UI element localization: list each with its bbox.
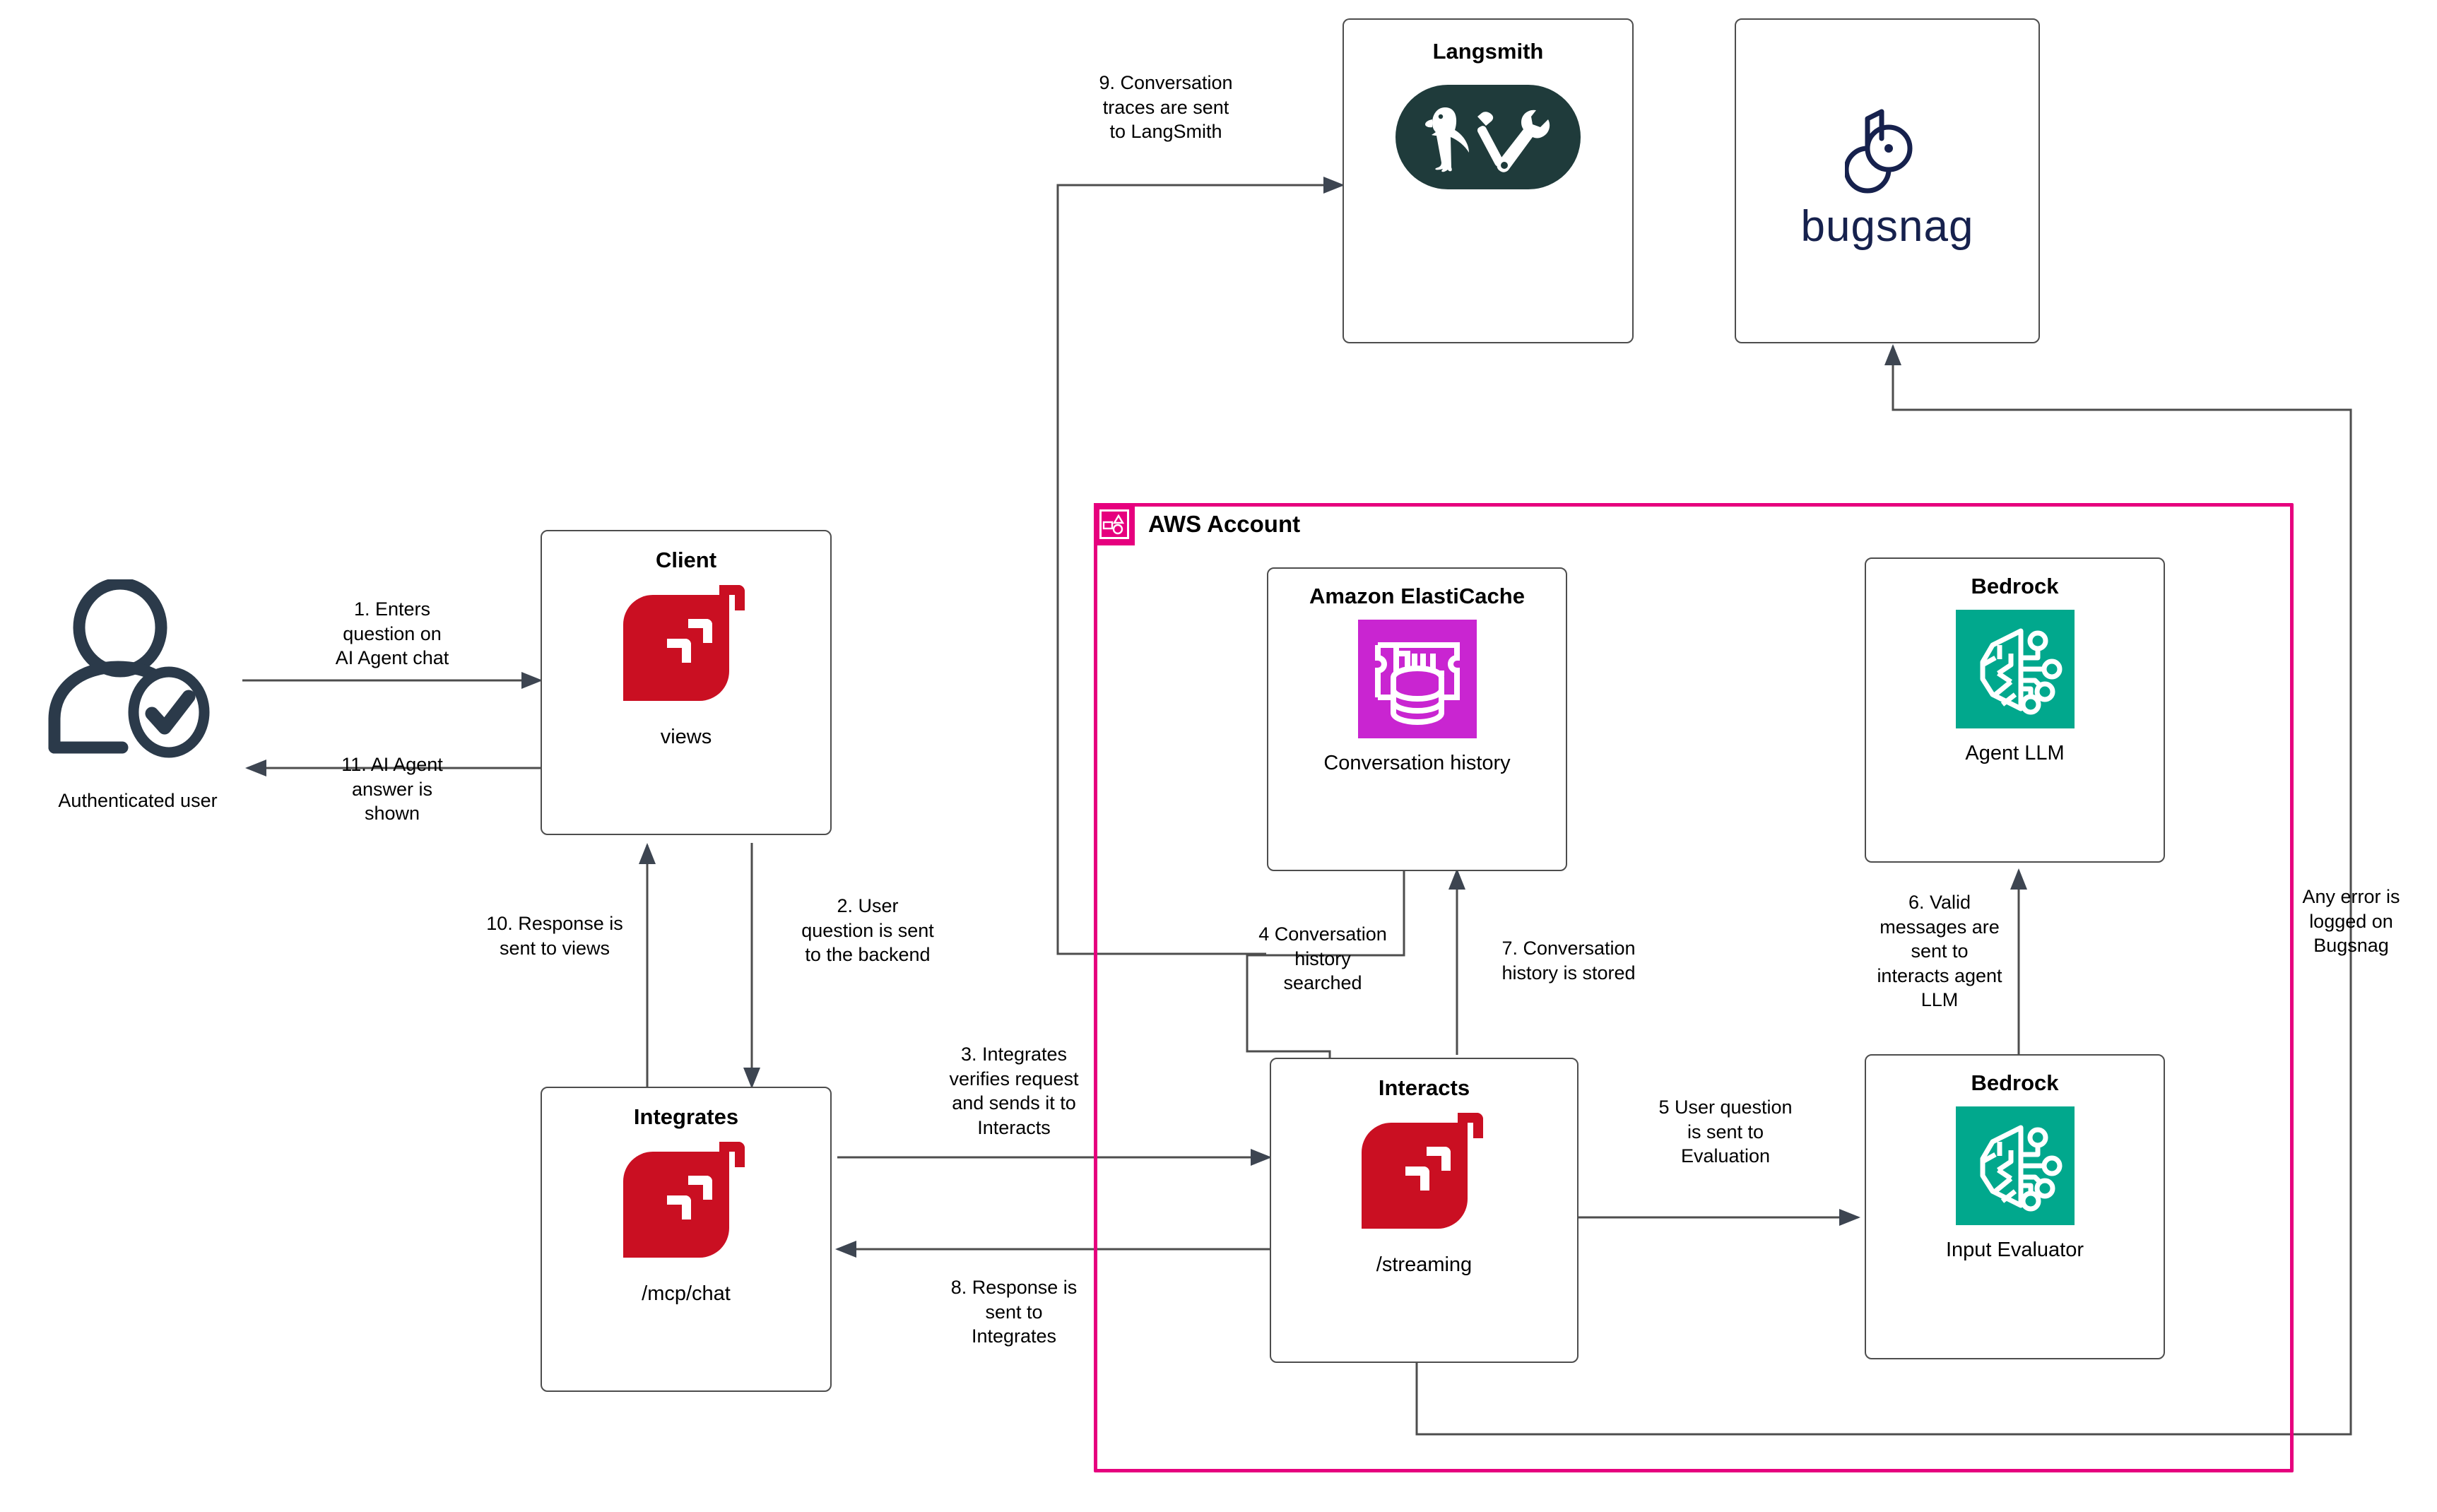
bedrock-agent-title: Bedrock — [1971, 574, 2059, 598]
app-logo-icon — [623, 1142, 749, 1268]
edge-label-9: 9. Conversation traces are sent to LangS… — [1099, 72, 1233, 143]
svg-text:bugsnag: bugsnag — [1801, 203, 1974, 251]
elasticache-caption: Conversation history — [1323, 752, 1511, 775]
elasticache-icon — [1357, 620, 1477, 739]
node-integrates[interactable]: Integrates /mcp/chat — [541, 1087, 832, 1392]
node-client[interactable]: Client views — [541, 530, 832, 835]
langsmith-parrot-tools-icon — [1395, 85, 1581, 190]
edge-label-5: 5 User question is sent to Evaluation — [1658, 1097, 1793, 1167]
client-caption: views — [660, 726, 712, 749]
langsmith-title: Langsmith — [1432, 39, 1544, 64]
app-logo-icon — [623, 585, 749, 711]
authenticated-user-label: Authenticated user — [58, 790, 218, 811]
edge-label-11: 11. AI Agent answer is shown — [341, 754, 443, 825]
edge-label-10: 10. Response is sent to views — [486, 913, 623, 959]
edge-label-error: Any error is logged on Bugsnag — [2302, 886, 2400, 957]
authenticated-user — [39, 577, 244, 784]
elasticache-title: Amazon ElastiCache — [1309, 584, 1525, 608]
interacts-caption: /streaming — [1376, 1253, 1473, 1277]
bedrock-brain-icon — [1955, 610, 2075, 729]
node-interacts[interactable]: Interacts /streaming — [1270, 1058, 1579, 1363]
bedrock-evaluator-title: Bedrock — [1971, 1070, 2059, 1095]
aws-account-label: AWS Account — [1148, 511, 1301, 537]
edge-label-4: 4 Conversation history searched — [1258, 923, 1387, 994]
node-elasticache[interactable]: Amazon ElastiCache Conversation history — [1267, 567, 1567, 871]
app-logo-icon — [1361, 1113, 1487, 1239]
interacts-title: Interacts — [1378, 1075, 1470, 1100]
node-langsmith[interactable]: Langsmith — [1343, 18, 1634, 343]
bugsnag-wordmark: bugsnag — [1774, 202, 2000, 257]
edge-label-2: 2. User question is sent to the backend — [801, 895, 934, 966]
bugsnag-b-icon — [1843, 105, 1930, 199]
edge-label-6: 6. Valid messages are sent to interacts … — [1877, 892, 2002, 1011]
edge-label-7: 7. Conversation history is stored — [1501, 938, 1636, 984]
aws-account-boundary: AWS Account — [1094, 503, 2294, 1472]
edge-label-8: 8. Response is sent to Integrates — [950, 1277, 1078, 1347]
node-bedrock-input-evaluator[interactable]: Bedrock Input Evaluator — [1865, 1054, 2165, 1359]
client-title: Client — [655, 548, 717, 572]
bedrock-agent-caption: Agent LLM — [1965, 742, 2065, 765]
bedrock-brain-icon — [1955, 1106, 2075, 1226]
node-bedrock-agent-llm[interactable]: Bedrock Agent LLM — [1865, 557, 2165, 863]
aws-account-shapes-icon — [1099, 509, 1129, 539]
bedrock-evaluator-caption: Input Evaluator — [1945, 1239, 2084, 1262]
node-bugsnag[interactable]: bugsnag — [1735, 18, 2040, 343]
edge-label-1: 1. Enters question on AI Agent chat — [335, 598, 449, 669]
integrates-title: Integrates — [633, 1104, 739, 1129]
integrates-caption: /mcp/chat — [642, 1282, 731, 1306]
aws-account-badge — [1094, 503, 1135, 545]
edge-label-3: 3. Integrates verifies request and sends… — [949, 1044, 1079, 1138]
